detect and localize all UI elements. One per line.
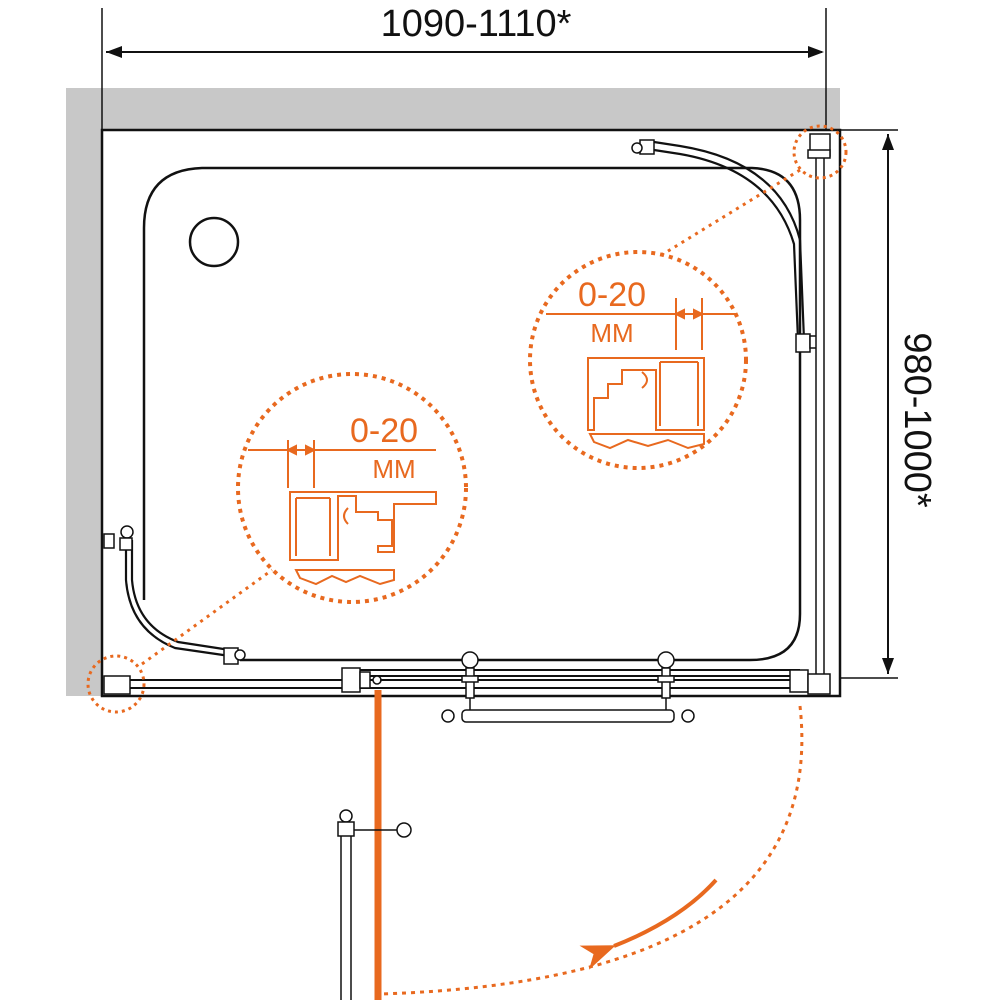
leader-line-left xyxy=(141,568,273,666)
drain-icon xyxy=(188,216,240,268)
right-corner-profile xyxy=(631,133,831,681)
door-swing-arc xyxy=(379,705,804,996)
corner-highlight-right xyxy=(792,124,848,180)
width-dimension: 1090-1110* xyxy=(101,3,827,130)
door-roller-right xyxy=(657,651,675,699)
detail-left-range: 0-20 xyxy=(350,412,418,450)
detail-right-unit: MM xyxy=(590,318,633,348)
door-handle xyxy=(441,698,695,723)
width-label: 1090-1110* xyxy=(381,3,572,45)
corner-highlight-left xyxy=(86,654,146,714)
depth-label: 980-1000* xyxy=(896,332,938,508)
leader-line-right xyxy=(659,168,801,258)
detail-left: 0-20 MM xyxy=(236,372,468,604)
open-door-panel xyxy=(337,690,412,1000)
detail-right-range: 0-20 xyxy=(578,276,646,314)
detail-left-unit: MM xyxy=(372,454,415,484)
front-door-rail xyxy=(103,667,831,695)
wall-section xyxy=(66,88,840,696)
depth-dimension: 980-1000* xyxy=(840,129,938,679)
detail-right: 0-20 MM xyxy=(528,250,748,470)
